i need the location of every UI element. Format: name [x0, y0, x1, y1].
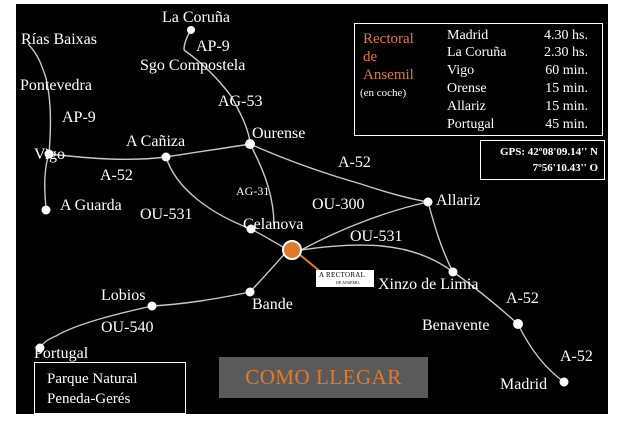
xinzo-marker: [448, 267, 458, 277]
benavente-marker: [513, 319, 523, 329]
vigo-marker: [44, 149, 54, 159]
destination-name: La Coruña: [447, 45, 507, 60]
park-line1: Parque Natural: [47, 371, 138, 387]
ourense-marker: [245, 139, 255, 149]
lobios-marker: [147, 301, 157, 311]
road-a52-ourense: [249, 143, 429, 203]
map-panel: La Coruña Rías Baixas Sgo Compostela Pon…: [16, 4, 608, 414]
road-ou531-west: [165, 156, 252, 230]
sign-subtitle: DE ANSEMIL: [336, 280, 360, 285]
road-ag31: [249, 143, 275, 227]
destination-time: 60 min.: [545, 63, 588, 78]
label-ag31: AG-31: [236, 184, 269, 198]
destination-time: 45 min.: [545, 117, 588, 132]
destination-time: 15 min.: [545, 99, 588, 114]
label-a52-madrid: A-52: [560, 348, 593, 365]
rectoral-marker[interactable]: [282, 240, 302, 260]
label-ap9-north: AP-9: [196, 38, 230, 55]
label-ou300: OU-300: [312, 196, 364, 213]
label-lobios: Lobios: [101, 287, 145, 304]
label-a-guarda: A Guarda: [60, 197, 122, 214]
road-ou531-east: [300, 244, 454, 273]
label-sgo-compostela: Sgo Compostela: [140, 57, 245, 74]
road-labels: AP-9 AP-9 AG-53 A-52 A-52 AG-31 OU-531 O…: [62, 38, 593, 365]
label-rias-baixas: Rías Baixas: [21, 31, 97, 48]
celanova-marker: [246, 224, 256, 234]
destination-name: Allariz: [447, 99, 486, 114]
label-pontevedra: Pontevedra: [20, 77, 92, 94]
destination-name: Orense: [447, 81, 487, 96]
destination-name: Vigo: [447, 63, 475, 78]
park-line2: Peneda-Gerés: [47, 391, 131, 407]
gps-longitude: 7º56'10.43'' O: [532, 162, 598, 174]
label-ap9-south: AP-9: [62, 109, 96, 126]
label-vigo: Vigo: [34, 146, 65, 163]
label-benavente: Benavente: [422, 317, 490, 334]
road-ou540: [39, 291, 251, 349]
como-llegar-button[interactable]: COMO LLEGAR: [219, 357, 428, 398]
label-ou531-east: OU-531: [350, 228, 402, 245]
destination-time: 2.30 hs.: [544, 45, 588, 60]
road-ag53: [183, 49, 251, 143]
label-a52-vigo: A-52: [100, 167, 133, 184]
gps-coordinates-box: GPS: 42º08'09.14'' N 7º56'10.43'' O: [480, 140, 605, 180]
travel-times-box: Rectoral de Ansemil (en coche) Madrid 4.…: [354, 23, 603, 136]
label-bande: Bande: [252, 296, 293, 313]
a-guarda-marker: [41, 205, 51, 215]
road-ap9-south: [45, 77, 52, 155]
label-ou531-west: OU-531: [140, 206, 192, 223]
label-la-coruna: La Coruña: [162, 9, 230, 26]
road-rectoral-bande: [249, 249, 289, 293]
rectoral-sign: A RECTORAL DE ANSEMIL: [316, 270, 374, 287]
label-ou540: OU-540: [101, 319, 153, 336]
label-celanova: Celanova: [243, 216, 303, 233]
destination-name: Madrid: [447, 28, 489, 43]
park-label-box: Parque Natural Peneda-Gerés: [34, 362, 186, 414]
madrid-marker: [559, 377, 569, 387]
destination-time: 15 min.: [545, 81, 588, 96]
road-rias-baixas: [27, 43, 47, 79]
road-map: La Coruña Rías Baixas Sgo Compostela Pon…: [20, 9, 593, 393]
label-allariz: Allariz: [436, 192, 480, 209]
label-a52-xinzo: A-52: [506, 290, 539, 307]
road-ou300: [300, 201, 429, 251]
label-a52-ourense: A-52: [338, 154, 371, 171]
a-canixa-marker: [161, 152, 171, 162]
by-car-note: (en coche): [360, 87, 407, 99]
label-xinzo: Xinzo de Limia: [378, 276, 478, 293]
portugal-marker: [35, 343, 45, 353]
label-madrid: Madrid: [500, 376, 547, 393]
la-coruna-marker: [187, 26, 195, 34]
road-allariz-xinzo: [427, 201, 454, 273]
gps-latitude: GPS: 42º08'09.14'' N: [499, 146, 598, 158]
bande-marker: [245, 287, 255, 297]
sign-title: A RECTORAL: [319, 271, 366, 279]
hotel-name-line2: de: [363, 49, 378, 65]
allariz-marker: [423, 197, 433, 207]
label-a-canixa: A Cañiza: [126, 133, 185, 150]
label-portugal: Portugal: [34, 345, 89, 362]
town-labels: La Coruña Rías Baixas Sgo Compostela Pon…: [20, 9, 547, 393]
destination-name: Portugal: [447, 117, 495, 132]
hotel-name-line3: Ansemil: [363, 67, 414, 83]
hotel-name-line1: Rectoral: [363, 31, 414, 47]
label-ourense: Ourense: [252, 125, 305, 142]
label-ag53: AG-53: [218, 93, 262, 110]
destination-time: 4.30 hs.: [544, 28, 588, 43]
town-markers: [35, 26, 569, 387]
